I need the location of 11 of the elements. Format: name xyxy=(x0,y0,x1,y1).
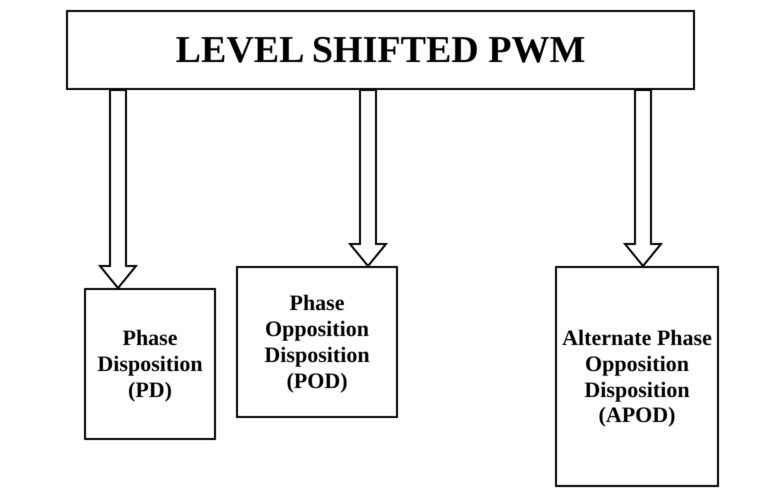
title-box xyxy=(66,10,695,90)
process-box xyxy=(236,266,398,418)
box-label: Alternate Phase Opposition Disposition (APOD) xyxy=(561,324,713,428)
box-label: LEVEL SHIFTED PWM xyxy=(176,28,586,72)
box-label: Phase Opposition Disposition (POD) xyxy=(263,290,371,394)
hollow-arrow xyxy=(622,89,664,268)
process-box xyxy=(555,266,719,487)
hollow-arrow xyxy=(98,89,138,290)
hollow-arrow xyxy=(348,89,388,268)
process-box xyxy=(84,288,216,440)
box-label: Phase Disposition (PD) xyxy=(96,325,204,403)
